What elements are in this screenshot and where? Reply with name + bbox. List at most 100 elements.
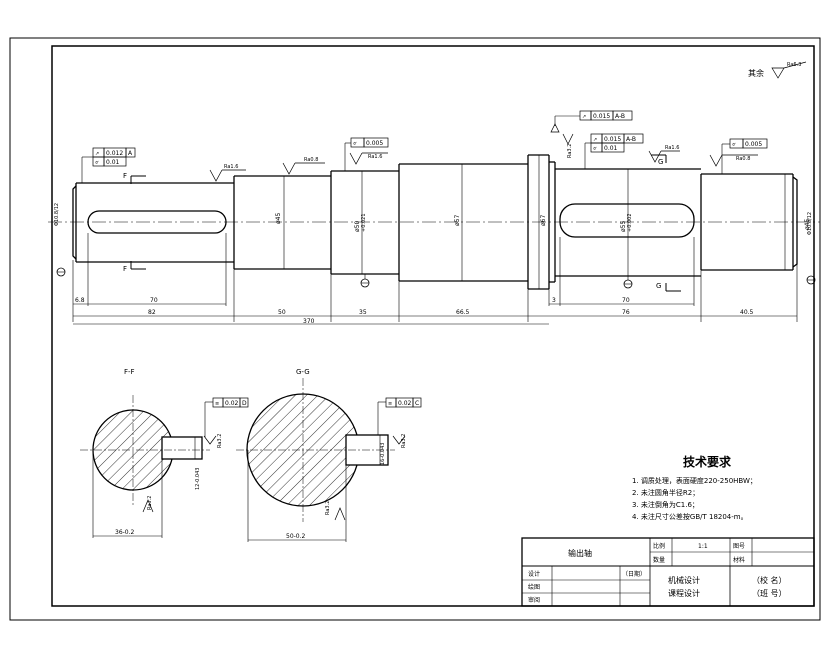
section-label-g-top: G [658, 158, 663, 166]
dim-82: 82 [148, 309, 156, 316]
dim-6-8: 6.8 [75, 297, 85, 304]
svg-text:Ra1.6: Ra1.6 [368, 154, 382, 160]
section-label-f-top: F [123, 172, 127, 180]
technical-requirements: 技术要求 1. 调质处理，表面硬度220-250HBW； 2. 未注圆角半径R2… [632, 454, 757, 521]
svg-text:0.01: 0.01 [604, 145, 618, 152]
keyway-right [559, 203, 695, 238]
svg-text:⌭: ⌭ [732, 142, 736, 148]
inner-border [51, 45, 815, 607]
diameter-label-4: ø67 [540, 215, 547, 226]
section-view-g: G-G 50-0.2 16-0.043 ≡ 0.02 C Ra3.2 Ra3.2 [236, 368, 422, 542]
svg-text:50-0.2: 50-0.2 [286, 533, 306, 540]
section-label-f-bottom: F [123, 265, 127, 273]
dim-35: 35 [359, 309, 367, 316]
svg-text:⌭: ⌭ [353, 141, 357, 147]
svg-text:Ra1.6: Ra1.6 [224, 164, 238, 170]
corner-roughness-note: 其余 Ra6.3 [748, 61, 807, 79]
tech-req-item-1: 1. 调质处理，表面硬度220-250HBW； [632, 476, 757, 485]
section-label-g-bottom: G [656, 282, 661, 290]
tech-req-item-3: 3. 未注倒角为C1.6； [632, 500, 699, 509]
outer-border [9, 37, 821, 621]
svg-text:0.015: 0.015 [593, 113, 610, 120]
section-view-f: F-F 36-0.2 12-0.043 ≡ 0.02 D Ra3.2 Ra3.2 [80, 368, 249, 538]
diameter-dimensions [283, 155, 786, 289]
corner-roughness-value: Ra6.3 [787, 62, 801, 68]
section-mark-g [651, 154, 681, 292]
svg-text:Ra3.2: Ra3.2 [325, 501, 331, 515]
svg-text:↗: ↗ [582, 114, 586, 120]
keyway-left [87, 210, 227, 234]
tech-req-title: 技术要求 [683, 454, 732, 469]
svg-text:Ra3.2: Ra3.2 [567, 144, 573, 158]
dim-70-right: 70 [622, 297, 630, 304]
dim-70-left: 70 [150, 297, 158, 304]
corner-note-text: 其余 [748, 68, 764, 78]
svg-text:↗: ↗ [95, 151, 99, 157]
svg-text:0.02: 0.02 [225, 400, 239, 407]
label-review: 审阅 [528, 596, 540, 604]
svg-text:Φ10.8/12: Φ10.8/12 [54, 203, 60, 226]
roughness-5: Ra1.6 [648, 145, 680, 163]
tech-req-item-4: 4. 未注尺寸公差按GB/T 18204-m。 [632, 512, 748, 521]
datum-g [623, 276, 633, 289]
tolerance-frame-1: ↗ 0.012 A ⌭ 0.01 [81, 147, 136, 183]
label-date: （日期） [622, 570, 646, 578]
svg-text:⌭: ⌭ [95, 160, 99, 166]
svg-text:Ra3.2: Ra3.2 [217, 434, 223, 448]
datum-b [360, 274, 370, 288]
roughness-2: Ra0.8 [282, 157, 325, 175]
svg-text:Ra3.2: Ra3.2 [147, 496, 153, 510]
diameter-label-3: ø57 [454, 215, 461, 226]
diameter-label-5: ø55 [620, 221, 627, 232]
tolerance-frame-7: ⌭ 0.005 [721, 138, 768, 174]
class-number: （班 号） [752, 588, 787, 598]
svg-text:Ra0.8: Ra0.8 [736, 156, 750, 162]
dim-50: 50 [278, 309, 286, 316]
svg-text:≡: ≡ [388, 401, 392, 407]
svg-text:Ra0.8: Ra0.8 [304, 157, 318, 163]
diameter-label-1: ø45 [275, 213, 282, 224]
svg-text:A-B: A-B [615, 113, 625, 120]
svg-text:F-F: F-F [124, 368, 135, 376]
label-design: 设计 [528, 570, 540, 578]
roughness-6: Ra0.8 [709, 154, 758, 167]
diameter-label-6: ø45 [804, 219, 811, 230]
svg-text:0.015: 0.015 [604, 136, 621, 143]
dim-40-5: 40.5 [740, 309, 754, 316]
label-drawn: 绘图 [528, 583, 540, 591]
dim-3: 3 [552, 297, 556, 304]
svg-text:12-0.043: 12-0.043 [195, 468, 201, 490]
svg-text:Φ10.8/12: Φ10.8/12 [807, 212, 813, 235]
svg-text:0.012: 0.012 [106, 150, 123, 157]
svg-text:G-G: G-G [296, 368, 310, 376]
label-scale: 比例 [653, 542, 665, 550]
svg-text:↗: ↗ [593, 137, 597, 143]
center-hole-right: Φ10.8/12 [806, 212, 816, 285]
course-line-1: 机械设计 [668, 575, 700, 585]
school-name: （校 名） [752, 575, 787, 585]
dim-total: 370 [303, 318, 315, 325]
tolerance-frame-4: ↗ 0.015 A-B [550, 110, 633, 133]
svg-text:0.01: 0.01 [106, 159, 120, 166]
section-mark-f [130, 175, 146, 270]
tolerance-frame-3: ⌭ 0.005 [344, 137, 389, 171]
roughness-4: Ra3.2 [562, 133, 574, 158]
label-quantity: 数量 [653, 556, 665, 564]
svg-text:Ra3.2: Ra3.2 [401, 434, 407, 448]
roughness-3: Ra1.6 [349, 152, 388, 165]
dim-76: 76 [622, 309, 630, 316]
roughness-1: Ra1.6 [209, 164, 246, 182]
svg-text:≡: ≡ [215, 401, 219, 407]
svg-text:0.02: 0.02 [398, 400, 412, 407]
title-block [521, 537, 815, 607]
dim-66-5: 66.5 [456, 309, 470, 316]
tech-req-item-2: 2. 未注圆角半径R2； [632, 488, 699, 497]
label-material: 材料 [733, 556, 745, 564]
svg-text:0.005: 0.005 [745, 141, 762, 148]
part-name: 输出轴 [568, 548, 592, 558]
extension-lines [72, 233, 798, 325]
diameter-tolerance-5: +0.002 [627, 213, 633, 232]
svg-text:36-0.2: 36-0.2 [115, 529, 135, 536]
diameter-label-2: ø50 [354, 221, 361, 232]
